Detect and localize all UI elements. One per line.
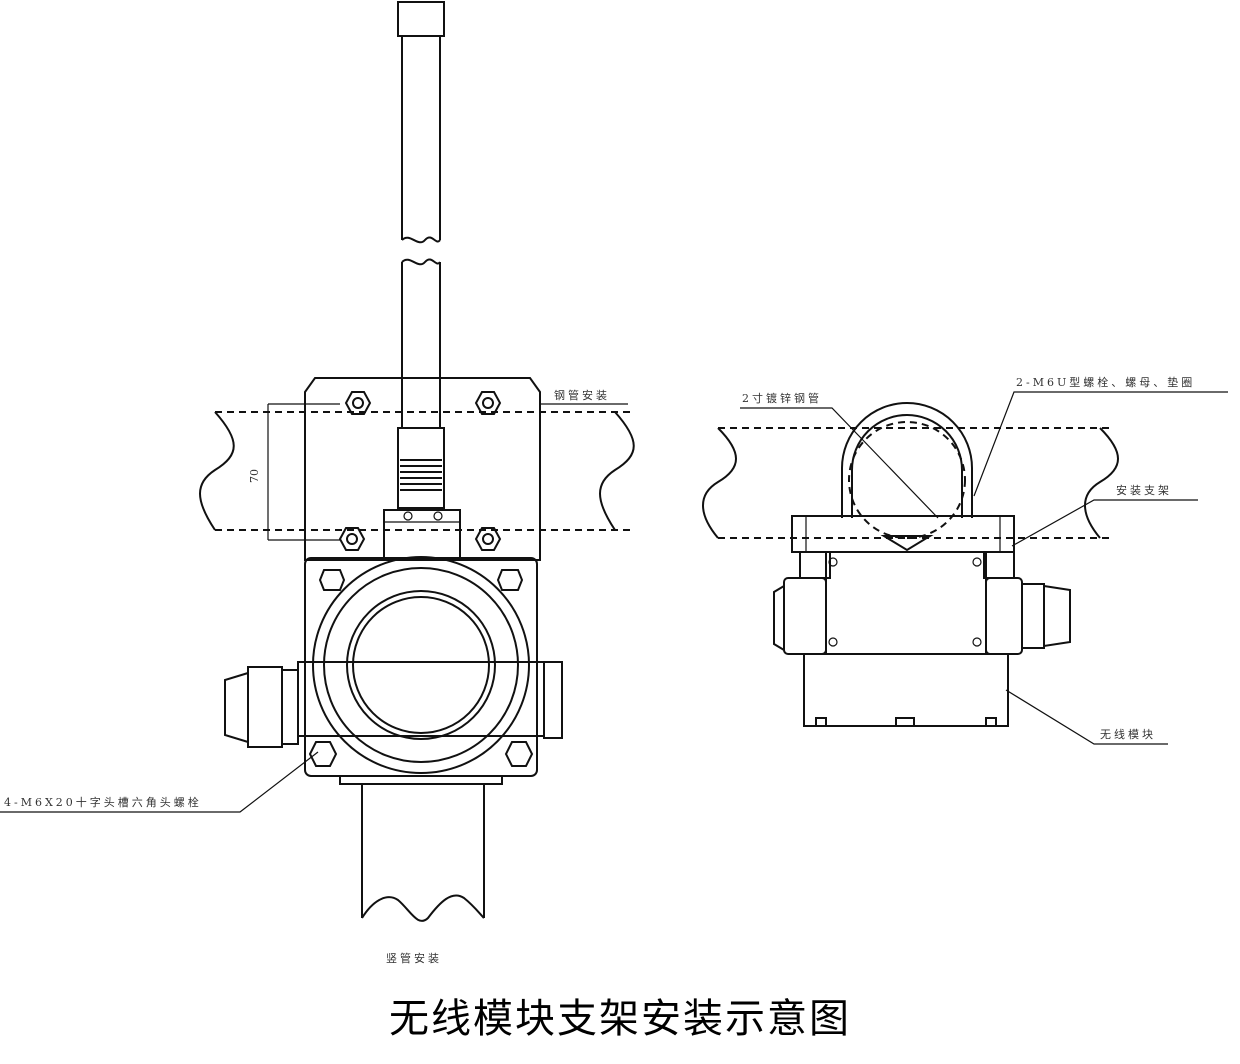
bottom-bolt-icon xyxy=(504,741,534,767)
bracket-bolt-icon xyxy=(338,527,366,551)
bracket-bolt-icon xyxy=(344,391,372,415)
bolt-spec-label: 4-M6X20十字头槽六角头螺栓 xyxy=(4,795,202,809)
diagram-caption: 无线模块支架安装示意图 xyxy=(389,996,851,1042)
wireless-module-body xyxy=(803,551,1009,727)
dimension-70: 70 xyxy=(248,403,340,541)
side-gland-left xyxy=(773,577,827,655)
bracket-plate xyxy=(304,377,541,561)
side-gland-right xyxy=(985,577,1071,655)
mounting-bracket xyxy=(791,515,1015,553)
wireless-module-label: 无线模块 xyxy=(1100,727,1156,741)
front-view: 70 xyxy=(0,1,635,922)
vertical-pipe xyxy=(361,784,485,922)
detector-enclosure xyxy=(297,556,545,785)
steel-pipe-install-label: 钢管安装 xyxy=(554,388,610,402)
horizontal-pipe-left xyxy=(199,411,635,531)
bottom-bolt-icon xyxy=(308,741,338,767)
cable-gland-left xyxy=(224,666,299,748)
antenna xyxy=(383,1,461,561)
cable-gland-right xyxy=(543,661,563,739)
u-bolt-clamp xyxy=(841,402,973,539)
u-bolt-spec-label: 2-M6U型螺栓、螺母、垫圈 xyxy=(1016,375,1195,389)
horizontal-pipe-right xyxy=(702,427,1119,539)
bracket-bolt-icon xyxy=(474,391,502,415)
side-view xyxy=(702,391,1228,745)
clamp-pipe-label: 2寸镀锌钢管 xyxy=(742,391,822,405)
bracket-bolt-icon xyxy=(474,527,502,551)
dimension-70-label: 70 xyxy=(248,469,261,483)
vertical-pipe-install-label: 竖管安装 xyxy=(386,951,442,965)
install-bracket-label: 安装支架 xyxy=(1116,483,1172,497)
